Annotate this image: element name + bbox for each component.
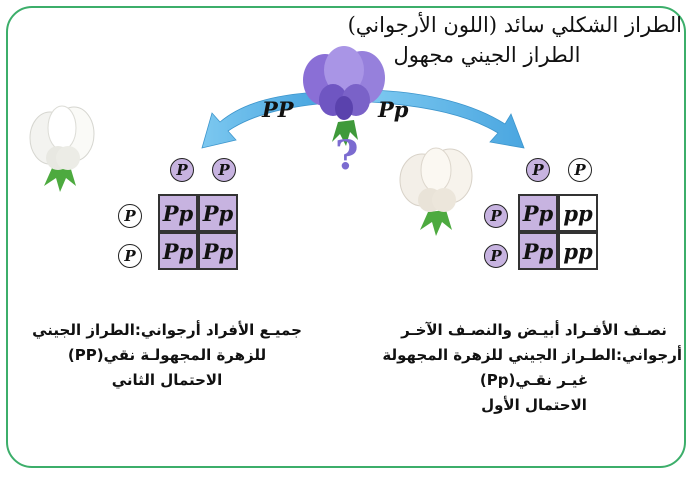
title-line-2: الطراز الجيني مجهول — [393, 43, 581, 67]
left-caption-line-3: الاحتمال الثاني — [111, 371, 223, 389]
right-cell-r2-c2: Pp — [518, 232, 558, 270]
genotype-left-label: PP — [262, 97, 294, 122]
left-top-allele-2: P — [212, 158, 236, 182]
genotype-right-label: Pp — [378, 97, 409, 122]
right-arrow — [369, 89, 525, 149]
left-side-allele-1: P — [118, 204, 142, 228]
right-cell-r1-c1: pp — [558, 194, 598, 232]
white-flower-right-icon — [399, 147, 473, 236]
right-side-allele-2: P — [484, 244, 508, 268]
right-caption-line-4: الاحتمال الأول — [481, 396, 587, 414]
purple-flower-icon — [303, 46, 385, 146]
question-mark: ? — [335, 132, 359, 179]
left-cell-r1-c2: Pp — [198, 194, 238, 232]
right-top-allele-1: P — [526, 158, 550, 182]
right-caption-line-2: أرجواني:الطـراز الجيني للزهرة المجهولة — [382, 346, 682, 364]
right-cell-r1-c2: Pp — [518, 194, 558, 232]
right-cell-r2-c1: pp — [558, 232, 598, 270]
frame-border — [6, 6, 686, 468]
title-line-1: الطراز الشكلي سائد (اللون الأرجواني) — [347, 13, 682, 37]
left-caption-line-2: للزهرة المجهولـة نقي(PP) — [67, 346, 267, 364]
left-side-allele-2: P — [118, 244, 142, 268]
left-cell-r2-c2: Pp — [198, 232, 238, 270]
title: الطراز الشكلي سائد (اللون الأرجواني) الط… — [282, 10, 682, 70]
white-flower-left-icon — [29, 105, 95, 192]
left-cell-r1-c1: Pp — [158, 194, 198, 232]
left-cell-r2-c1: Pp — [158, 232, 198, 270]
right-caption-line-3: غيـر نقـي(Pp) — [479, 371, 589, 389]
left-arrow — [201, 91, 319, 149]
right-top-allele-2: P — [568, 158, 592, 182]
right-caption: نصـف الأفـراد أبيـض والنصـف الآخـر أرجوا… — [382, 318, 682, 418]
left-top-allele-1: P — [170, 158, 194, 182]
right-side-allele-1: P — [484, 204, 508, 228]
left-caption-line-1: جميـع الأفراد أرجواني:الطراز الجيني — [32, 321, 302, 339]
left-caption: جميـع الأفراد أرجواني:الطراز الجيني للزه… — [22, 318, 312, 393]
right-caption-line-1: نصـف الأفـراد أبيـض والنصـف الآخـر — [401, 321, 667, 339]
